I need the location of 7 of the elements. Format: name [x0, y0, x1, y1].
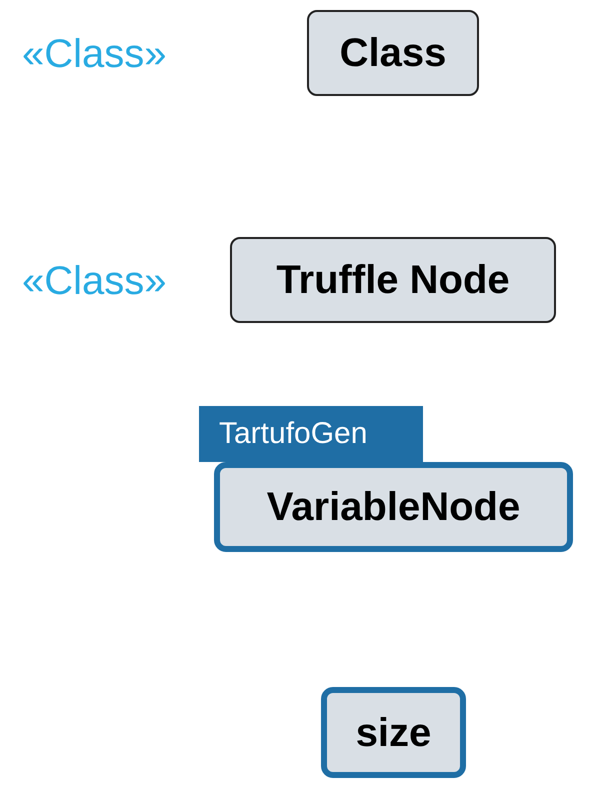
stereotype-label: «Class» [22, 258, 167, 305]
class-box: size [321, 687, 466, 778]
class-box: Truffle Node [230, 237, 556, 323]
class-box: Class [307, 10, 479, 96]
class-box: VariableNode [214, 462, 573, 552]
package-tab: TartufoGen [199, 406, 423, 462]
stereotype-label: «Class» [22, 31, 167, 78]
